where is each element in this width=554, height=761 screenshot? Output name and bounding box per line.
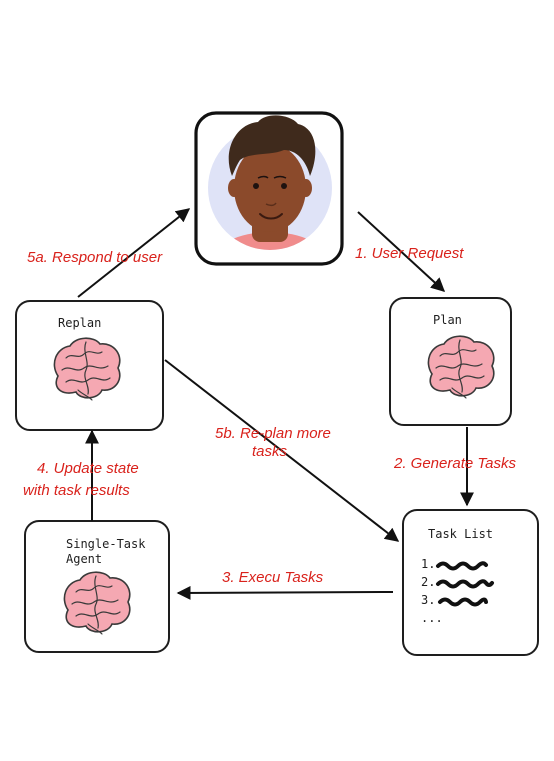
label-execute-tasks: 3. Execu Tasks xyxy=(222,569,324,586)
user-node xyxy=(194,111,344,266)
label-replan-line2: tasks xyxy=(252,443,288,460)
label-respond-user: 5a. Respond to user xyxy=(27,249,163,266)
replan-title: Replan xyxy=(58,316,101,330)
task-item-ellipsis: ... xyxy=(421,611,443,625)
arrow-tasklist-to-agent xyxy=(176,585,394,600)
arrow-replan-to-tasklist xyxy=(164,359,400,542)
agent-node: Single-Task Agent xyxy=(24,520,170,653)
task-item-scribble-3 xyxy=(438,597,488,607)
agent-title-line2: Agent xyxy=(66,552,102,566)
task-item-number-3: 3. xyxy=(421,593,435,607)
plan-title: Plan xyxy=(433,313,462,327)
task-list-node: Task List 1. 2. 3. ... xyxy=(402,509,539,656)
arrow-replan-to-user xyxy=(77,208,191,298)
label-update-state-line1: 4. Update state xyxy=(37,460,139,477)
task-item-scribble-1 xyxy=(436,561,488,571)
plan-node: Plan xyxy=(389,297,512,426)
task-item-number-2: 2. xyxy=(421,575,435,589)
task-item-scribble-2 xyxy=(436,579,494,589)
label-generate-tasks: 2. Generate Tasks xyxy=(393,455,517,472)
task-list-box xyxy=(402,509,539,656)
task-item-number-1: 1. xyxy=(421,557,435,571)
replan-node: Replan xyxy=(15,300,164,431)
label-replan-line1: 5b. Re-plan more xyxy=(215,425,331,442)
label-update-state-line2: with task results xyxy=(23,482,130,499)
label-user-request: 1. User Request xyxy=(355,245,464,262)
arrow-user-to-plan xyxy=(357,211,446,292)
task-list-title: Task List xyxy=(428,527,493,541)
agent-title-line1: Single-Task xyxy=(66,537,146,551)
